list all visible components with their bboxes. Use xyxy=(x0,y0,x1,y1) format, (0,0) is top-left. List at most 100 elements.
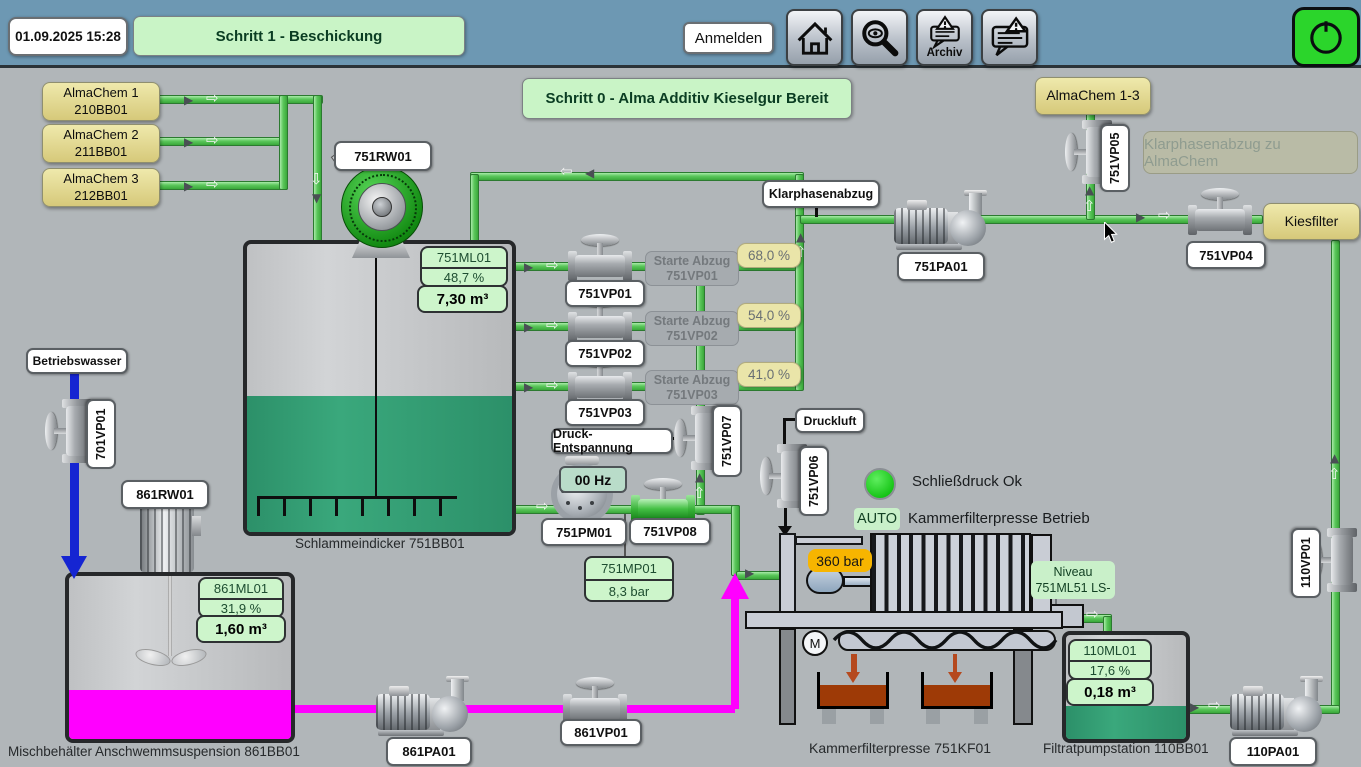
setpoint-751VP02[interactable]: 54,0 % xyxy=(737,303,801,328)
feedpump-flange xyxy=(565,456,599,465)
mouse-cursor xyxy=(1104,222,1120,244)
press-caption: Kammerfilterpresse 751KF01 xyxy=(809,740,992,756)
valve-110VP01-label: 110VP01 xyxy=(1291,528,1321,598)
valve-861VP01-label: 861VP01 xyxy=(560,719,642,746)
agitator-hub xyxy=(372,197,392,217)
klarphase-almachem-button[interactable]: Klarphasenabzug zu AlmaChem xyxy=(1143,131,1358,174)
alarm-messages-button[interactable] xyxy=(981,9,1038,66)
pump-751PA01[interactable] xyxy=(890,190,990,250)
tray-foot xyxy=(926,709,940,724)
valve-751VP04-label: 751VP04 xyxy=(1186,241,1266,269)
druck-entspannung-label: Druck-Entspannung xyxy=(551,427,673,455)
filtrate-level-fill xyxy=(1066,706,1186,739)
almachem13-button[interactable]: AlmaChem 1-3 xyxy=(1035,77,1151,115)
valve-861VP01[interactable] xyxy=(563,677,627,729)
pipe-suspension xyxy=(731,597,739,709)
pump-751PM01-label: 751PM01 xyxy=(541,518,627,546)
agitator-751RW01-label: 751RW01 xyxy=(334,141,432,171)
thickener-center-line xyxy=(375,244,377,497)
valve-701VP01-label: 701VP01 xyxy=(86,399,116,469)
alarm-archive-button[interactable]: Archiv xyxy=(916,9,973,66)
thickener-rake xyxy=(257,496,457,516)
kiesfilter-button[interactable]: Kiesfilter xyxy=(1263,203,1360,240)
pump-751PA01-label: 751PA01 xyxy=(897,252,985,281)
valve-751VP08-open[interactable] xyxy=(631,478,695,530)
air-flow-arrow xyxy=(778,526,792,536)
power-status-icon xyxy=(1305,16,1347,58)
betriebswasser-label: Betriebswasser xyxy=(26,348,128,374)
valve-751VP07-label: 751VP07 xyxy=(712,405,742,477)
valve-751VP03-label: 751VP03 xyxy=(565,399,645,426)
thickener-caption: Schlammeindicker 751BB01 xyxy=(295,536,465,551)
press-screw-wave xyxy=(832,626,1058,654)
sludge-tray xyxy=(921,672,993,709)
mixer-volume-display: 1,60 m³ xyxy=(196,615,286,643)
tray-foot xyxy=(822,709,836,724)
magnifier-eye-icon xyxy=(859,17,901,59)
setpoint-751VP03[interactable]: 41,0 % xyxy=(737,362,801,387)
search-button[interactable] xyxy=(851,9,908,66)
pipe-suspension xyxy=(285,705,735,713)
mixer-caption: Mischbehälter Anschwemmsuspension 861BB0… xyxy=(8,744,300,759)
valve-751VP01[interactable] xyxy=(568,234,632,286)
step-status-banner: Schritt 1 - Beschickung xyxy=(133,16,465,56)
schliessdruck-status-light xyxy=(864,468,896,500)
setpoint-751VP01[interactable]: 68,0 % xyxy=(737,243,801,268)
sludge-tray xyxy=(817,672,889,709)
water-flow-arrow xyxy=(61,556,87,579)
mode-label: Kammerfilterpresse Betrieb xyxy=(908,510,1090,527)
alarm-archive-icon xyxy=(925,15,965,51)
pipe xyxy=(470,172,804,181)
press-bottom-beam xyxy=(745,611,1063,629)
suspension-flow-arrow xyxy=(721,573,749,599)
pipe xyxy=(156,137,288,146)
agitator-bolt-ring xyxy=(349,174,417,242)
valve-751VP01-label: 751VP01 xyxy=(565,280,645,307)
pipe xyxy=(156,95,323,104)
mixer-motor[interactable] xyxy=(140,497,194,572)
valve-handwheel-icon xyxy=(576,677,614,689)
air-line xyxy=(784,504,787,527)
press-plate-stack xyxy=(870,533,1031,614)
valve-handwheel-icon xyxy=(1201,188,1239,200)
tray-foot xyxy=(974,709,988,724)
agitator-blade xyxy=(169,645,209,670)
mode-badge: AUTO xyxy=(854,508,900,530)
pump-110PA01-label: 110PA01 xyxy=(1229,737,1317,766)
agitator-861RW01-label: 861RW01 xyxy=(121,480,209,509)
pump-110PA01[interactable] xyxy=(1226,676,1326,736)
home-button[interactable] xyxy=(786,9,843,66)
pump-861PA01-label: 861PA01 xyxy=(386,737,472,766)
login-button[interactable]: Anmelden xyxy=(683,22,774,54)
valve-751VP04[interactable] xyxy=(1188,188,1252,240)
druckluft-label: Druckluft xyxy=(795,408,865,433)
tray-foot xyxy=(870,709,884,724)
discharge-arrow xyxy=(851,654,857,672)
pump-861PA01[interactable] xyxy=(372,676,472,736)
valve-handwheel-icon xyxy=(644,478,682,490)
press-leg-right xyxy=(1013,628,1033,725)
alarm-archive-label: Archiv xyxy=(926,47,963,60)
valve-751VP06-label: 751VP06 xyxy=(799,446,829,516)
filtrate-volume-display: 0,18 m³ xyxy=(1066,678,1154,706)
press-top-rail xyxy=(795,536,863,545)
pipe xyxy=(470,174,479,244)
mixer-level-fill xyxy=(69,690,291,739)
klarphasenabzug-label: Klarphasenabzug xyxy=(762,180,880,208)
system-status-button[interactable] xyxy=(1292,7,1360,67)
thickener-volume-display: 7,30 m³ xyxy=(417,285,508,313)
valve-751VP05-label: 751VP05 xyxy=(1100,124,1130,192)
mixer-motor-tab xyxy=(192,516,201,536)
